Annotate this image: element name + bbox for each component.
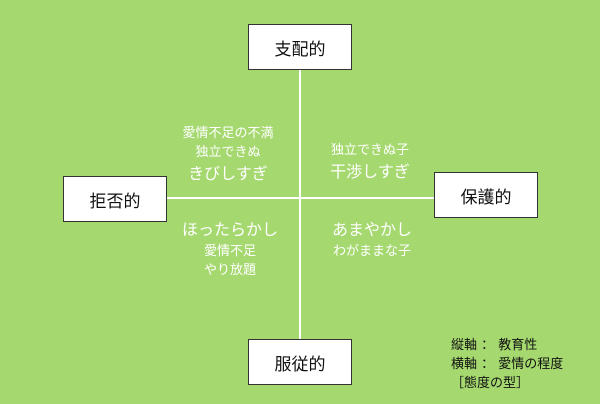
quadrant-top-left-line1: 愛情不足の不満	[182, 126, 274, 141]
axis-legend: 縦軸 ： 教育性 横軸 ： 愛情の程度 ［態度の型］	[451, 336, 563, 393]
quadrant-top-left-line3: きびしすぎ	[188, 164, 268, 183]
axis-box-protective: 保護的	[434, 172, 538, 218]
quadrant-bottom-right: あまやかし わがままな子	[314, 218, 430, 261]
legend-vertical-axis: 縦軸 ： 教育性	[451, 338, 538, 353]
quadrant-top-right: 独立できぬ子 干渉しすぎ	[316, 141, 424, 184]
quadrant-bottom-left-line1: ほったらかし	[181, 220, 278, 239]
quadrant-bottom-left-line3: やり放題	[203, 263, 256, 278]
axis-box-dominant: 支配的	[248, 24, 352, 70]
quadrant-top-left-line2: 独立できぬ	[195, 145, 261, 160]
legend-caption: ［態度の型］	[451, 376, 530, 391]
quadrant-top-right-line2: 干渉しすぎ	[330, 162, 410, 181]
legend-horizontal-axis: 横軸 ： 愛情の程度	[451, 357, 564, 372]
axis-box-rejecting: 拒否的	[63, 176, 167, 222]
axis-box-submissive: 服従的	[248, 339, 352, 385]
quadrant-bottom-right-line1: あまやかし	[331, 220, 412, 239]
quadrant-bottom-left-line2: 愛情不足	[203, 244, 256, 259]
quadrant-top-right-line1: 独立できぬ子	[330, 143, 409, 158]
quadrant-bottom-left: ほったらかし 愛情不足 やり放題	[168, 218, 292, 280]
quadrant-bottom-right-line2: わがままな子	[332, 244, 411, 259]
quadrant-top-left: 愛情不足の不満 独立できぬ きびしすぎ	[168, 124, 288, 186]
